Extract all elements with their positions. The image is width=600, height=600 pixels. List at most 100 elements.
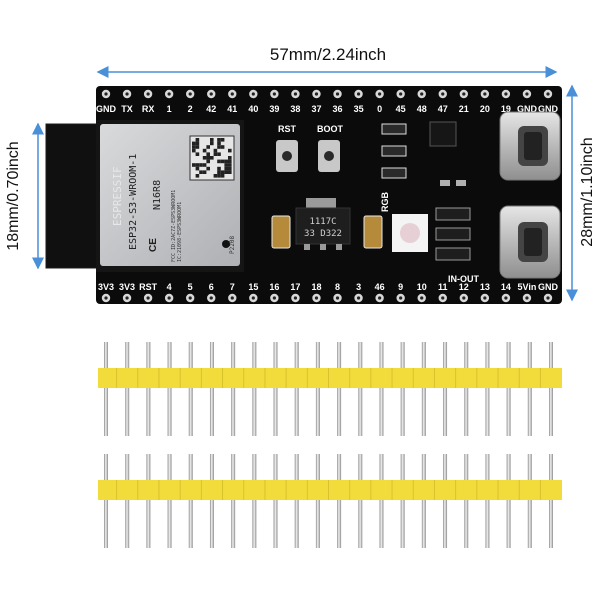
- qr-module: [195, 152, 200, 156]
- qr-module: [195, 174, 200, 178]
- header-pin: [464, 454, 469, 548]
- pin-label: 39: [269, 104, 279, 114]
- pin-label: 14: [501, 282, 511, 292]
- pin-label: 3V3: [98, 282, 114, 292]
- rgb-led: [392, 214, 428, 252]
- pin-label: TX: [121, 104, 133, 114]
- module-variant: N16R8: [152, 180, 163, 210]
- pin-hole: [546, 92, 550, 96]
- pin-label: GND: [538, 104, 559, 114]
- header-pin: [358, 342, 363, 436]
- pin-label: 42: [206, 104, 216, 114]
- header-pin: [421, 342, 426, 436]
- header-pin: [400, 454, 405, 548]
- pin-hole: [209, 296, 213, 300]
- header-pin: [315, 342, 320, 436]
- rgb-label: RGB: [380, 192, 390, 213]
- usb-c-port-bottom[interactable]: [499, 205, 561, 279]
- pin-hole: [272, 296, 276, 300]
- pin-hole: [504, 92, 508, 96]
- pin-label: 9: [398, 282, 403, 292]
- pin-label: 15: [248, 282, 258, 292]
- pin-hole: [104, 92, 108, 96]
- qr-module: [228, 166, 232, 171]
- voltage-regulator: 1117C 33 D322: [295, 198, 351, 250]
- smd-components: [381, 121, 471, 261]
- boot-button[interactable]: [318, 140, 340, 172]
- header-pin: [231, 342, 236, 436]
- pin-hole: [399, 296, 403, 300]
- header-pin: [379, 342, 384, 436]
- qr-module: [206, 159, 210, 164]
- header-pin: [167, 454, 172, 548]
- qr-module: [224, 170, 228, 174]
- pin-hole: [378, 296, 382, 300]
- qr-module: [195, 163, 200, 167]
- dimension-width: 57mm/2.24inch: [96, 45, 558, 78]
- pin-hole: [167, 296, 171, 300]
- qr-module: [195, 141, 200, 146]
- pin-hole: [146, 296, 150, 300]
- qr-pattern: [192, 138, 232, 178]
- pin-hole: [335, 92, 340, 96]
- pin-label: GND: [96, 104, 117, 114]
- header-pin: [146, 342, 151, 436]
- pin-hole: [546, 296, 550, 300]
- qr-module: [217, 170, 221, 174]
- qr-module: [228, 156, 232, 160]
- pin-label: 35: [354, 104, 364, 114]
- pin-label: 41: [227, 104, 237, 114]
- header-pin: [358, 454, 363, 548]
- pin-label: GND: [538, 282, 559, 292]
- pin-label: 17: [290, 282, 300, 292]
- qr-module: [220, 138, 225, 142]
- boot-label: BOOT: [317, 124, 344, 134]
- qr-module: [192, 148, 196, 153]
- header-pin: [209, 454, 214, 548]
- pin-hole: [399, 92, 403, 96]
- header-pin: [549, 342, 553, 436]
- header-pin: [188, 454, 193, 548]
- header-pin: [167, 342, 172, 436]
- pin-label: RX: [142, 104, 155, 114]
- pin-hole: [251, 92, 255, 96]
- pin-hole: [441, 92, 445, 96]
- pin-label: 47: [438, 104, 448, 114]
- height-left-label: 18mm/0.70inch: [5, 141, 22, 250]
- module-brand: ESPRESSIF: [111, 166, 124, 226]
- qr-module: [213, 148, 218, 153]
- header-plastic: [98, 480, 562, 500]
- qr-module: [220, 174, 225, 178]
- qr-module: [202, 156, 207, 160]
- header-pin: [464, 342, 469, 436]
- qr-module: [228, 159, 232, 164]
- pin-label: 12: [459, 282, 469, 292]
- header-pin: [125, 342, 130, 436]
- pin-hole: [146, 92, 150, 96]
- capacitor: [271, 215, 291, 249]
- rst-button[interactable]: [276, 140, 298, 172]
- pin-label: 20: [480, 104, 490, 114]
- pin-hole: [293, 92, 298, 96]
- pin-hole: [314, 92, 319, 96]
- pin-label: 5: [188, 282, 193, 292]
- usb-c-port-top[interactable]: [499, 111, 561, 181]
- header-pin: [146, 454, 151, 548]
- header-pin: [188, 342, 193, 436]
- pin-label: 0: [377, 104, 382, 114]
- pin-label: 45: [396, 104, 406, 114]
- header-pin: [527, 454, 532, 548]
- header-pin: [273, 454, 278, 548]
- pin-label: 11: [438, 282, 448, 292]
- pin-hole: [441, 296, 445, 300]
- qr-module: [224, 159, 228, 164]
- qr-module: [217, 141, 221, 146]
- pin-label: 5Vin: [518, 282, 537, 292]
- pin-label: 10: [417, 282, 427, 292]
- pin-label: 19: [501, 104, 511, 114]
- pin-hole: [483, 296, 487, 300]
- header-pin: [273, 342, 278, 436]
- header-pin: [209, 342, 214, 436]
- qr-module: [210, 141, 214, 146]
- pin-label: GND: [517, 104, 538, 114]
